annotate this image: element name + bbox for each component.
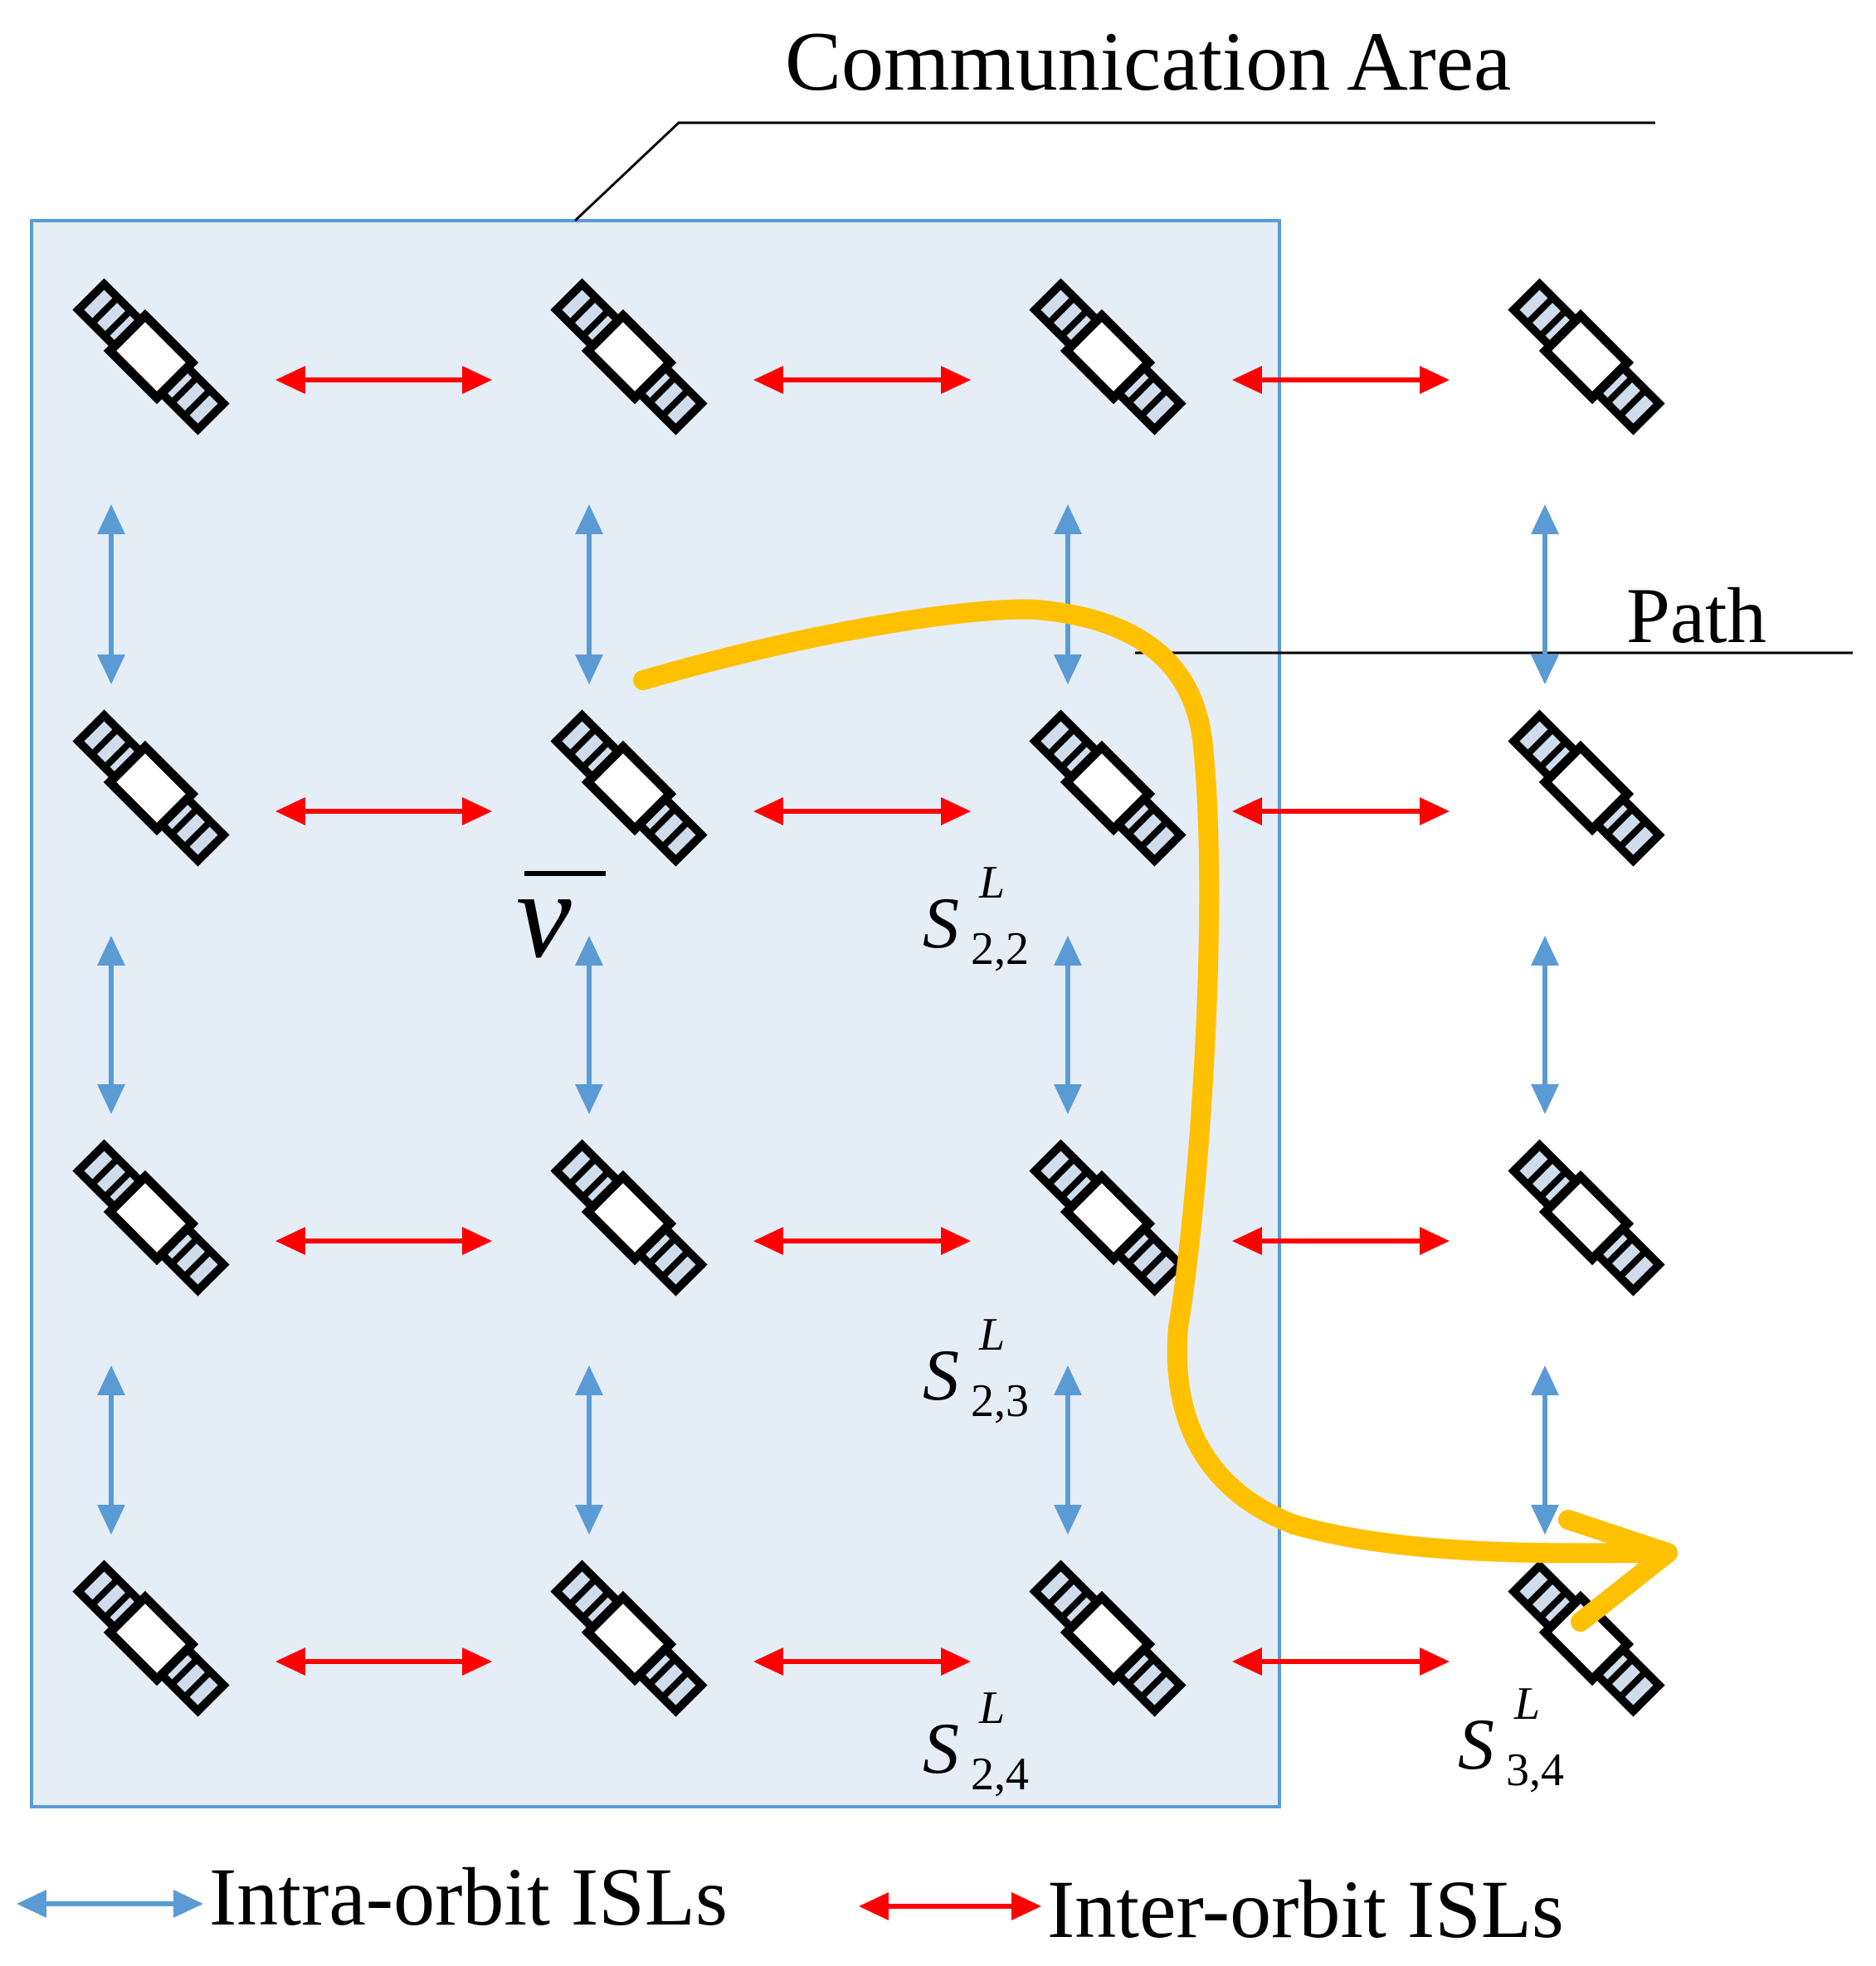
diagram-title: Communication Area — [785, 15, 1511, 109]
label-sup: L — [978, 857, 1005, 908]
intra-orbit-link-c1-r3 — [97, 1365, 125, 1535]
label-sub: 2,4 — [971, 1749, 1029, 1800]
inter-orbit-link-r1-c3 — [1232, 366, 1450, 394]
label-sub: 3,4 — [1506, 1745, 1564, 1796]
title-leader-line — [573, 121, 1655, 222]
inter-orbit-link-r2-c3 — [1232, 797, 1450, 825]
satellite-icon — [1513, 284, 1659, 429]
label-base: S — [1458, 1705, 1494, 1785]
label-base: S — [923, 883, 959, 964]
intra-orbit-link-c1-r2 — [97, 936, 125, 1114]
legend: Intra-orbit ISLs Inter-orbit ISLs — [17, 1851, 1564, 1955]
intra-orbit-link-c3-r3 — [1054, 1365, 1082, 1535]
inter-orbit-link-r3-c1 — [275, 1227, 492, 1255]
inter-orbit-link-r4-c1 — [275, 1647, 492, 1676]
intra-orbit-link-c2-r3 — [575, 1365, 603, 1535]
legend-intra-double-arrow — [17, 1890, 203, 1918]
satellite-label-2-2: S L 2,2 — [923, 857, 1029, 975]
intra-orbit-link-c4-r3 — [1531, 1365, 1559, 1535]
inter-orbit-link-r4-c3 — [1232, 1647, 1450, 1676]
label-sub: 2,2 — [971, 923, 1029, 975]
satellite-label-3-4: S L 3,4 — [1458, 1678, 1564, 1796]
inter-orbit-link-r1-c1 — [275, 366, 492, 394]
label-sup: L — [978, 1309, 1005, 1360]
intra-orbit-link-c2-r2 — [575, 936, 603, 1114]
intra-orbit-link-c1-r1 — [97, 504, 125, 684]
velocity-label: v — [516, 846, 606, 984]
intra-orbit-link-c4-r1 — [1531, 504, 1559, 684]
satellite-label-2-4: S L 2,4 — [923, 1682, 1029, 1800]
inter-orbit-link-r1-c2 — [753, 366, 971, 394]
legend-inter-arrow — [859, 1892, 1041, 1920]
label-base: S — [923, 1709, 959, 1789]
inter-orbit-link-r3-c3 — [1232, 1227, 1450, 1255]
inter-orbit-link-r4-c2 — [753, 1647, 971, 1676]
satellite-label-2-3: S L 2,3 — [923, 1309, 1029, 1427]
path-curve — [633, 599, 1678, 1564]
communication-area — [30, 219, 1281, 1808]
inter-orbit-link-r2-c1 — [275, 797, 492, 825]
satellite-icon — [1513, 1145, 1659, 1290]
legend-intra-arrow — [17, 1890, 203, 1918]
inter-orbit-link-r3-c2 — [753, 1227, 971, 1255]
label-base: S — [923, 1336, 959, 1416]
link-layer — [97, 366, 1559, 1676]
velocity-symbol: v — [516, 846, 572, 984]
legend-inter-double-arrow — [859, 1892, 1041, 1920]
intra-orbit-link-c3-r2 — [1054, 936, 1082, 1114]
path-arrowhead — [1558, 1510, 1678, 1632]
legend-inter-label: Inter-orbit ISLs — [1047, 1863, 1564, 1955]
routing-path — [633, 599, 1678, 1632]
intra-orbit-link-c2-r1 — [575, 504, 603, 684]
label-sup: L — [1513, 1678, 1540, 1730]
legend-intra-label: Intra-orbit ISLs — [209, 1851, 728, 1943]
path-label: Path — [1626, 572, 1766, 659]
intra-orbit-link-c4-r2 — [1531, 936, 1559, 1114]
label-sub: 2,3 — [971, 1375, 1029, 1427]
intra-orbit-link-c3-r1 — [1054, 504, 1082, 684]
inter-orbit-link-r2-c2 — [753, 797, 971, 825]
label-sup: L — [978, 1682, 1005, 1734]
satellite-icon — [1513, 715, 1659, 860]
